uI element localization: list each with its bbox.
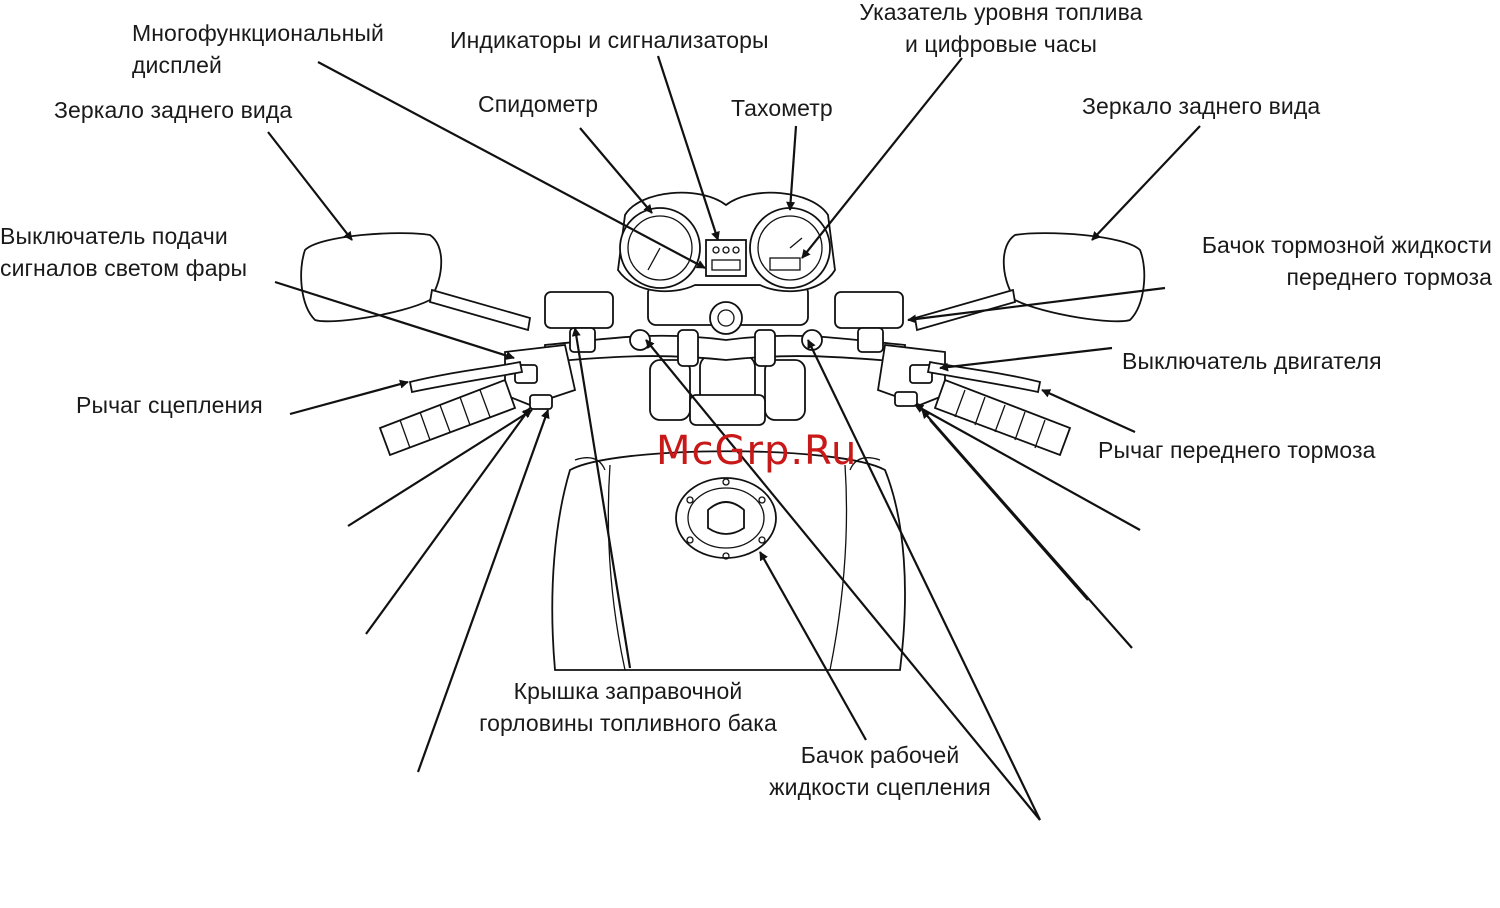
- label-clutch-fluid-reservoir: Бачок рабочей жидкости сцепления: [769, 742, 991, 800]
- leader-speedometer: [579, 127, 653, 214]
- label-fuel-gauge-clock: Указатель уровня топлива и цифровые часы: [859, 0, 1143, 57]
- leader-indicators: [656, 55, 720, 241]
- leader-front-brake-reservoir: [907, 286, 1166, 324]
- leader-lower-left-1: [347, 409, 533, 527]
- label-clutch-lever: Рычаг сцепления: [76, 392, 263, 418]
- left-mirror-drawing: [300, 232, 443, 323]
- leader-multifunction-display: [317, 61, 706, 269]
- label-front-brake-reservoir: Бачок тормозной жидкости переднего тормо…: [1201, 232, 1492, 290]
- label-headlight-flash-switch: Выключатель подачи сигналов светом фары: [0, 223, 248, 281]
- leader-tachometer: [786, 125, 798, 211]
- label-front-brake-lever: Рычаг переднего тормоза: [1098, 437, 1376, 463]
- leader-headlight-flash-switch: [274, 280, 515, 360]
- label-mirror-right: Зеркало заднего вида: [1082, 93, 1321, 119]
- leader-fuel-gauge-clock: [801, 57, 963, 259]
- right-grip: [933, 378, 1072, 457]
- leader-lower-left-2: [365, 407, 531, 635]
- right-mirror-drawing: [1002, 232, 1146, 323]
- leader-mirror-right: [1091, 125, 1201, 241]
- leader-front-brake-lever: [1041, 388, 1136, 434]
- leader-lower-right-1: [914, 404, 1141, 531]
- label-mirror-left: Зеркало заднего вида: [54, 97, 293, 123]
- label-speedometer: Спидометр: [478, 91, 599, 117]
- leader-clutch-lever: [289, 379, 409, 416]
- label-engine-stop-switch: Выключатель двигателя: [1122, 348, 1382, 374]
- label-fuel-filler-cap: Крышка заправочной горловины топливного …: [479, 678, 777, 736]
- watermark: McGrp.Ru: [656, 428, 858, 474]
- leader-clutch-fluid-reservoir: [759, 551, 867, 741]
- leader-fuel-filler-cap: [571, 327, 632, 669]
- brake-reservoir-drawing: [834, 291, 904, 329]
- label-multifunction-display: Многофункциональный дисплей: [132, 20, 384, 78]
- leader-mirror-left: [267, 131, 353, 241]
- fuel-tank: [551, 450, 906, 671]
- motorcycle-drawing: [300, 191, 1146, 671]
- clutch-lever-drawing: [408, 360, 524, 394]
- fuel-cap-drawing: [675, 477, 777, 560]
- label-indicators: Индикаторы и сигнализаторы: [450, 27, 769, 53]
- leader-engine-stop-switch: [939, 346, 1113, 372]
- left-grip: [378, 378, 517, 457]
- leader-handlebar-clamp-right: [807, 339, 1041, 821]
- leader-lower-right-3: [921, 409, 1133, 649]
- leader-lines: [267, 55, 1201, 821]
- brake-lever-drawing: [926, 360, 1042, 394]
- clutch-reservoir-drawing: [544, 291, 614, 329]
- label-tachometer: Тахометр: [731, 95, 833, 121]
- leader-handlebar-clamp-left: [645, 339, 1041, 821]
- leader-lower-left-3: [416, 409, 550, 773]
- handlebar: [544, 334, 906, 363]
